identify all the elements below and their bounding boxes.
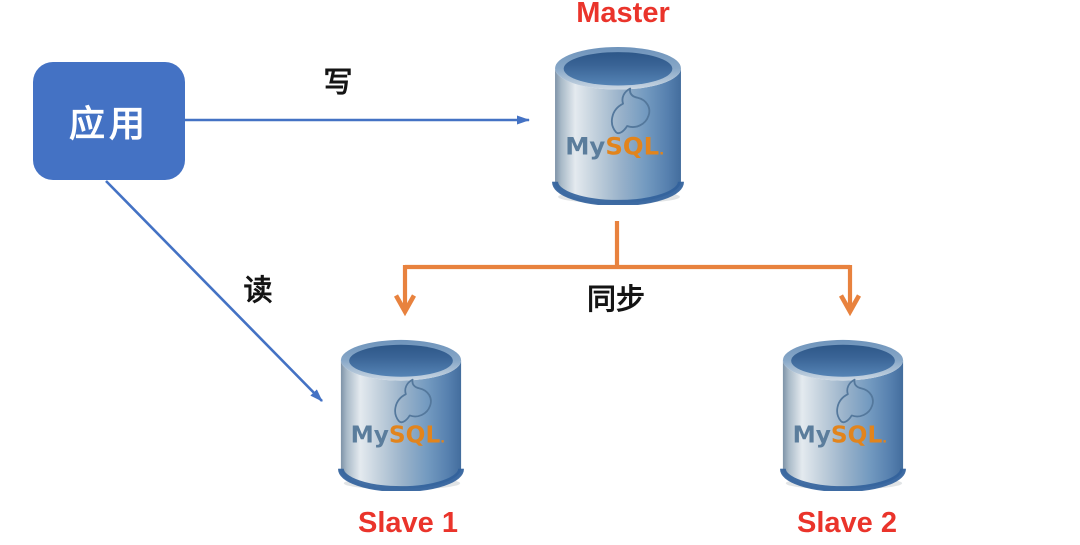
slave1-label: Slave 1 — [358, 507, 458, 539]
app-node-label: 应用 — [68, 103, 149, 144]
master-label: Master — [576, 0, 670, 29]
sync-arrowhead-left-icon — [393, 294, 417, 317]
slave2-label: Slave 2 — [797, 507, 897, 539]
slave1-database-icon — [338, 338, 464, 491]
write-edge-label: 写 — [323, 67, 353, 99]
read-arrow — [105, 180, 323, 402]
master-database-icon — [552, 45, 684, 205]
slave2-database-icon — [780, 338, 906, 491]
read-edge-label: 读 — [243, 275, 273, 307]
sync-arrowhead-right-icon — [838, 294, 862, 317]
app-node: 应用 — [33, 62, 185, 180]
sync-edge-label: 同步 — [586, 284, 645, 316]
